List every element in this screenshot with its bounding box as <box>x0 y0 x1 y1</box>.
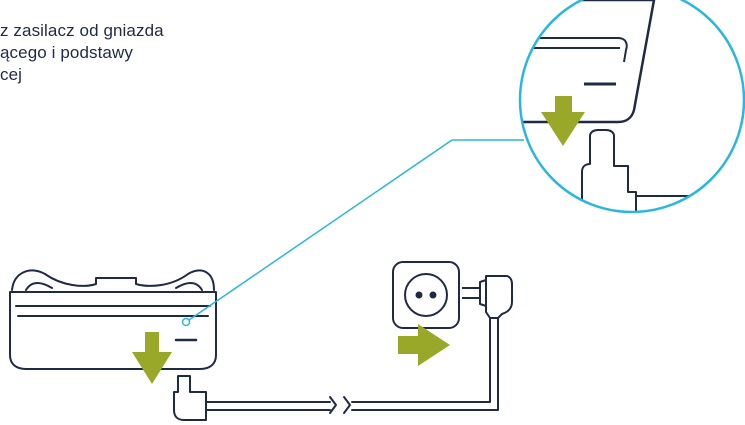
green-right-arrow-icon <box>398 324 450 366</box>
cable-break-icon <box>329 396 351 414</box>
callout <box>181 139 524 327</box>
zoom-down-arrow-icon <box>541 96 585 146</box>
instruction-line-2: ącego i podstawy <box>0 43 133 62</box>
callout-line <box>185 139 453 323</box>
power-cable <box>173 317 499 421</box>
charging-base <box>9 269 217 370</box>
green-down-arrow-icon <box>132 332 172 384</box>
base-body <box>9 291 217 370</box>
zoom-base-body <box>520 0 656 124</box>
instruction-text: z zasilacz od gniazda ącego i podstawy c… <box>0 20 230 86</box>
instruction-line-3: cej <box>0 65 23 84</box>
zoom-detail <box>518 0 745 214</box>
power-plug-icon <box>462 275 513 319</box>
cable-lower-3 <box>351 317 499 411</box>
zoom-circle-outline <box>518 0 745 214</box>
zoom-connector <box>581 129 637 212</box>
zoom-base-rim <box>520 37 628 63</box>
wall-socket-icon <box>392 261 460 329</box>
base-top-contour <box>11 269 215 291</box>
cable-connector <box>173 375 207 421</box>
base-top-inner <box>25 282 203 291</box>
callout-dot <box>181 317 191 327</box>
instruction-line-1: z zasilacz od gniazda <box>0 21 164 40</box>
